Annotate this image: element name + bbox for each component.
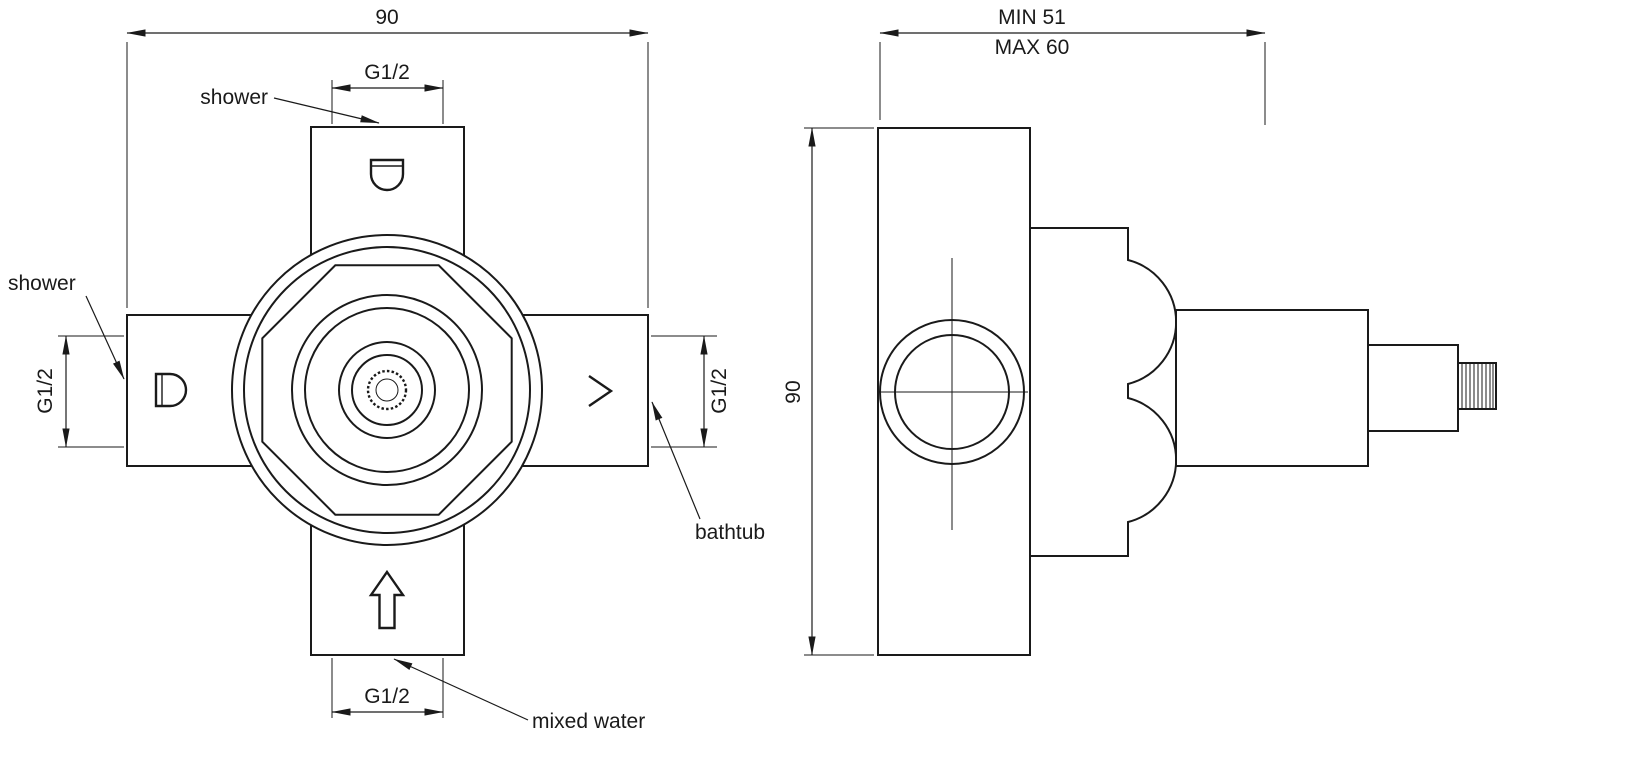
body-outer-ring xyxy=(243,246,531,534)
dim-port-top-text: G1/2 xyxy=(364,61,410,84)
leader-line xyxy=(273,97,380,124)
label-bathtub: bathtub xyxy=(651,401,765,544)
spindle-knurl-ring xyxy=(366,369,408,411)
cartridge-cylinder xyxy=(1175,309,1369,467)
knurl-texture xyxy=(1461,364,1494,408)
dim-port-top: G1/2 xyxy=(331,61,444,124)
label-shower-top: shower xyxy=(200,86,380,124)
dim-port-right: G1/2 xyxy=(651,335,731,448)
bathtub-port-icon xyxy=(588,375,614,407)
front-view: 90 G1/2 G1/2 G1/2 G1/2 xyxy=(8,6,765,733)
leader-line xyxy=(393,658,529,721)
label-shower-left: shower xyxy=(8,272,125,380)
dim-port-left: G1/2 xyxy=(34,335,124,448)
dim-overall-width-text: 90 xyxy=(375,6,398,29)
cartridge-ring-outer xyxy=(291,294,483,486)
spindle-boss-inner xyxy=(351,354,423,426)
dim-depth-min-text: MIN 51 xyxy=(998,6,1066,29)
dim-depth-max-text: MAX 60 xyxy=(995,36,1070,59)
spindle-center xyxy=(375,378,399,402)
side-view: MIN 51 MAX 60 90 xyxy=(782,6,1497,656)
leader-line xyxy=(651,401,701,520)
label-shower-left-text: shower xyxy=(8,272,76,295)
mixed-water-arrow-icon xyxy=(368,569,406,630)
dim-overall-width: 90 xyxy=(126,6,649,308)
label-shower-top-text: shower xyxy=(200,86,268,109)
dim-depth: MIN 51 MAX 60 xyxy=(879,6,1266,125)
valve-body-front xyxy=(126,126,649,656)
dim-height: 90 xyxy=(782,127,874,656)
body-octagon-nut xyxy=(261,264,513,516)
dim-port-right-text: G1/2 xyxy=(708,368,731,414)
dim-port-bottom-text: G1/2 xyxy=(364,685,410,708)
dim-port-left-text: G1/2 xyxy=(34,368,57,414)
spindle-stem xyxy=(1367,344,1459,432)
body-outer-circle xyxy=(231,234,543,546)
label-mixed-water: mixed water xyxy=(393,658,645,733)
leader-line xyxy=(85,295,125,380)
spindle-boss-outer xyxy=(338,341,436,439)
dim-port-bottom: G1/2 xyxy=(331,658,444,718)
coupling-block xyxy=(1029,227,1178,557)
valve-body-side xyxy=(877,127,1497,656)
cartridge-ring-inner xyxy=(304,307,470,473)
label-bathtub-text: bathtub xyxy=(695,521,765,544)
dim-height-text: 90 xyxy=(782,380,805,403)
label-mixed-water-text: mixed water xyxy=(532,710,645,733)
